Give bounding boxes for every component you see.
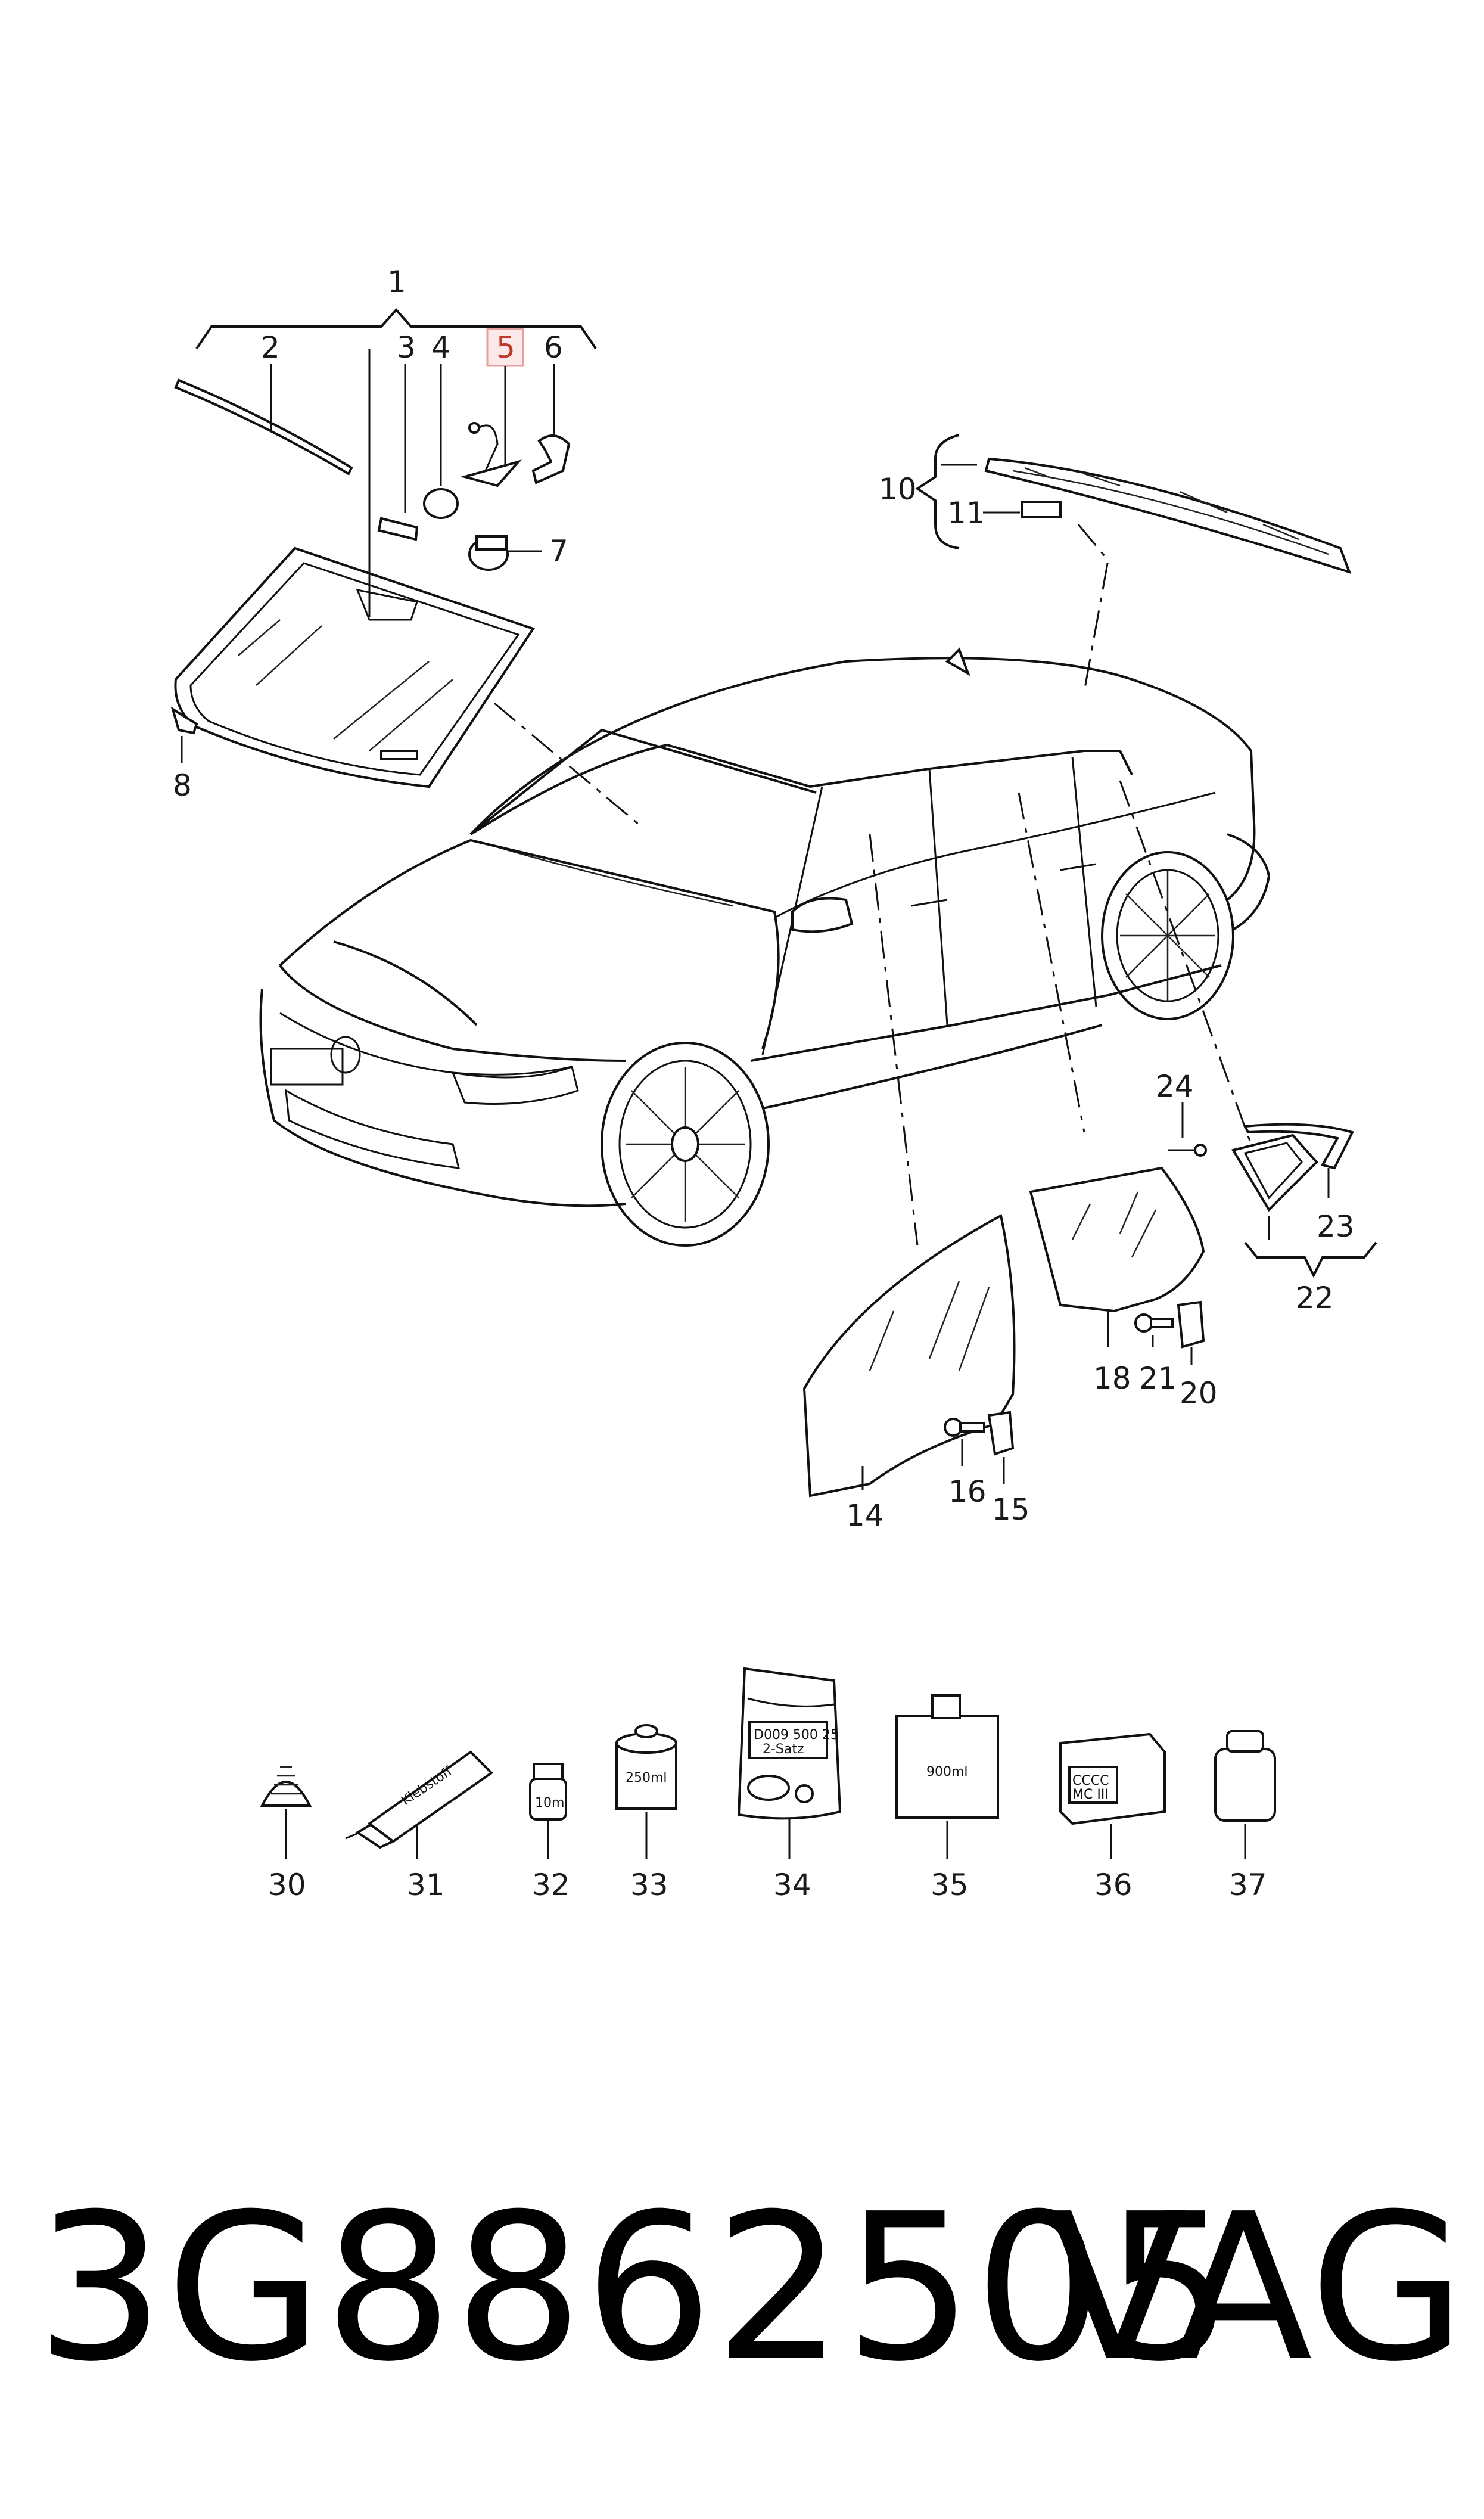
callout-5[interactable]: 5 (496, 330, 515, 365)
callout-18[interactable]: 18 (1093, 1361, 1131, 1396)
part-18-rear-door-glass: 18 (1029, 1166, 1205, 1396)
part-20-clip: 20 (1177, 1300, 1218, 1411)
part-36-small-box: CCCC MC III 36 (1059, 1732, 1166, 1902)
part-31-adhesive-tube: Klebstoff 31 (345, 1750, 494, 1902)
windscreen-glass (174, 546, 536, 788)
part-34-kit-bag: D009 500 25 2-Satz 34 (737, 1667, 842, 1902)
callout-37[interactable]: 37 (1229, 1868, 1267, 1902)
part-22-quarter-glass-group: 23 22 (1231, 1123, 1377, 1315)
part-16-bolt: 16 (944, 1418, 987, 1509)
group-1-bracket: 1 (195, 265, 597, 350)
callout-1[interactable]: 1 (387, 265, 406, 299)
box-large-label: 900ml (926, 1765, 968, 1779)
rear-window-group: 10 11 (879, 434, 1352, 574)
part-5-wiring-harness: 5 (460, 328, 524, 487)
callout-7[interactable]: 7 (549, 534, 568, 569)
callout-30[interactable]: 30 (268, 1868, 306, 1902)
callout-4[interactable]: 4 (431, 330, 450, 365)
callout-31[interactable]: 31 (407, 1868, 445, 1902)
part-number: 3G8862505 (36, 2170, 1235, 2406)
part-6-bracket: 6 (531, 330, 571, 484)
callout-16[interactable]: 16 (948, 1474, 987, 1509)
callout-10[interactable]: 10 (879, 472, 917, 507)
callout-20[interactable]: 20 (1180, 1376, 1218, 1411)
part-15-clip: 15 (987, 1411, 1030, 1527)
part-37-bottle: 37 (1214, 1730, 1276, 1902)
box-small-label-2: MC III (1072, 1787, 1109, 1802)
callout-11[interactable]: 11 (947, 496, 985, 530)
can-label: 250ml (626, 1771, 667, 1785)
callout-34[interactable]: 34 (773, 1868, 811, 1902)
callout-14[interactable]: 14 (846, 1498, 884, 1533)
bag-label-2: 2-Satz (763, 1742, 804, 1757)
footer: 3G8862505 VAG (0, 2169, 1484, 2419)
callout-21[interactable]: 21 (1139, 1361, 1177, 1396)
part-21-bolt: 21 (1134, 1313, 1177, 1396)
callout-8[interactable]: 8 (173, 768, 192, 803)
brand: VAG (1049, 2170, 1466, 2406)
box-small-label-1: CCCC (1072, 1773, 1109, 1788)
leader-lines (494, 524, 1252, 1246)
callout-35[interactable]: 35 (931, 1868, 969, 1902)
part-2-trim-strip: 2 (174, 330, 353, 476)
callout-15[interactable]: 15 (992, 1492, 1030, 1527)
callout-32[interactable]: 32 (532, 1868, 570, 1902)
callout-3[interactable]: 3 (397, 330, 416, 365)
part-4-sensor-pad: 4 (423, 330, 459, 519)
highlight-box (486, 328, 524, 367)
callout-24[interactable]: 24 (1156, 1069, 1194, 1104)
part-32-small-bottle: 10ml 32 (529, 1763, 570, 1902)
part-3-clip: 3 (377, 330, 419, 541)
bottle-label: 10ml (535, 1796, 568, 1810)
part-8-mirror-base: 8 (170, 706, 198, 803)
car-body (259, 647, 1271, 1247)
part-33-can: 250ml 33 (615, 1724, 677, 1902)
part-24-screw: 24 (1156, 1069, 1207, 1157)
callout-33[interactable]: 33 (630, 1868, 668, 1902)
callout-6[interactable]: 6 (544, 330, 563, 365)
part-30-applicator: 30 (260, 1766, 312, 1902)
part-7-rain-sensor: 7 (468, 534, 568, 571)
callout-23[interactable]: 23 (1317, 1209, 1355, 1244)
callout-2[interactable]: 2 (261, 330, 280, 365)
part-35-large-container: 900ml 35 (895, 1694, 999, 1902)
callout-36[interactable]: 36 (1094, 1868, 1133, 1902)
bag-label-1: D009 500 25 (754, 1728, 839, 1743)
callout-22[interactable]: 22 (1296, 1281, 1334, 1315)
